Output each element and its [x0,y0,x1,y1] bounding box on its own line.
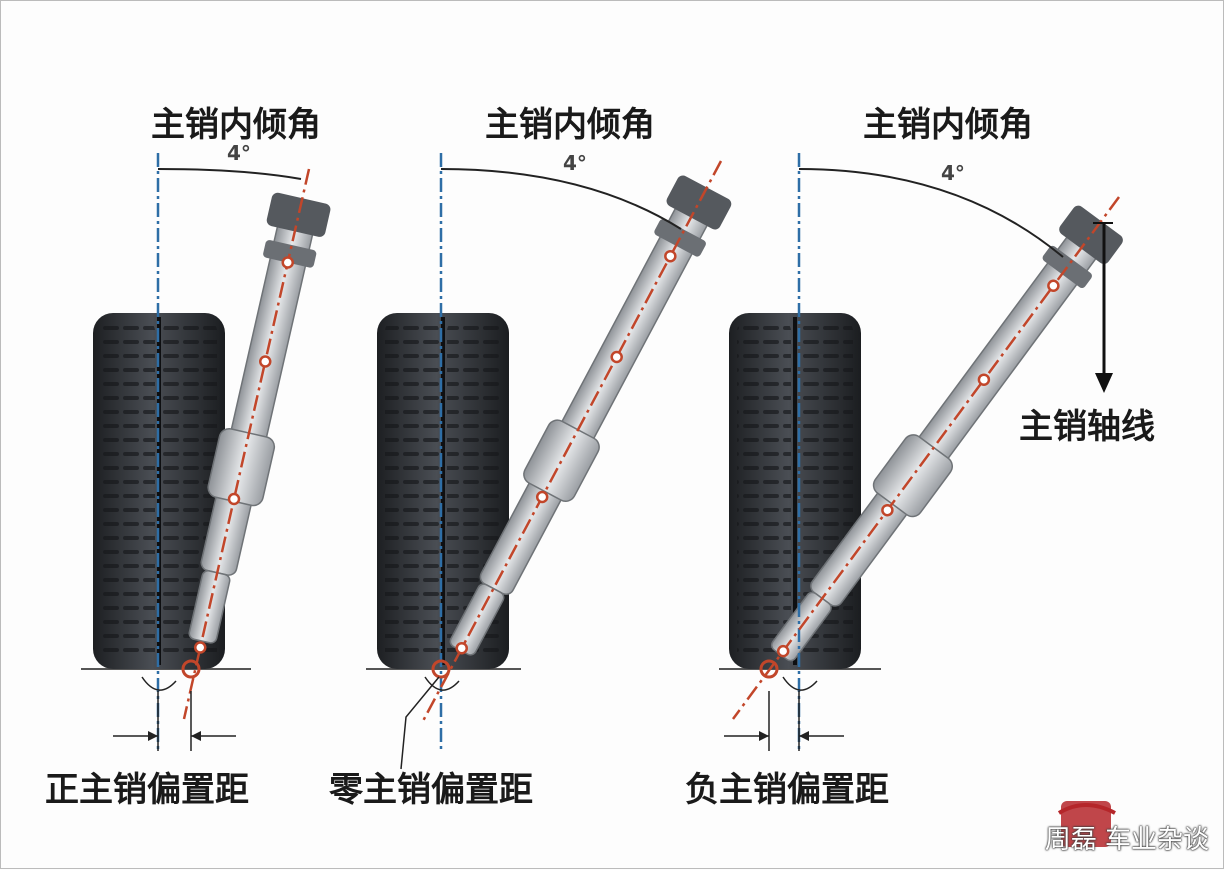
tire-tread-left [385,321,439,661]
upper-mount [266,192,331,237]
pivot-point [535,490,549,504]
panel-1-offset-label: 正主销偏置距 [45,770,249,810]
panel-3-angle: 4° [941,161,965,185]
offset-arrow [759,731,769,741]
contact-point [431,659,451,679]
upper-mount [1059,205,1123,264]
ground-angle-arc [141,676,177,691]
panel-3-graphic [719,153,1123,751]
pivot-point [776,644,790,658]
panel-1-angle: 4° [227,141,251,165]
ground-angle-arc [782,676,818,691]
offset-arrow [148,731,158,741]
panel-2-title: 主销内倾角 [485,105,655,145]
leader-line [400,676,440,770]
contact-point [759,659,779,679]
panel-1-title: 主销内倾角 [151,105,321,145]
pivot-point [281,256,294,269]
panel-3-offset-label: 负主销偏置距 [685,770,889,810]
pivot-point [227,492,241,506]
watermark: 周磊 车业杂谈 [1044,825,1209,855]
angle-arc [440,168,682,230]
kingpin-axis-line [421,160,723,722]
pivot-point [259,355,272,368]
panel-2-graphic [366,153,732,770]
tire-tread-left [101,321,155,661]
panel-2-offset-label: 零主销偏置距 [329,770,533,810]
axis-label-arrow-head [1095,373,1113,393]
offset-arrow [191,731,201,741]
pivot-point [1047,279,1060,292]
contact-point [181,659,201,679]
panel-1-graphic [81,153,331,751]
angle-arc [798,168,1064,258]
panel-2-angle: 4° [563,151,587,175]
seal-square [1061,801,1111,847]
pivot-point [664,249,677,263]
watermark-seal [1057,801,1116,847]
tire [377,313,509,669]
pivot-point [881,503,894,517]
offset-arrow [799,731,809,741]
pivot-point [977,373,991,386]
ground-angle-arc [424,676,460,691]
pivot-point [610,350,623,364]
upper-mount [666,175,732,230]
panel-3-title: 主销内倾角 [863,105,1033,145]
pivot-point [194,641,207,654]
pivot-point [455,641,468,655]
kingpin-axis-label: 主销轴线 [1019,407,1155,447]
seal-roof [1057,803,1116,815]
tire-tread-left [737,321,791,661]
angle-arc [157,168,302,180]
